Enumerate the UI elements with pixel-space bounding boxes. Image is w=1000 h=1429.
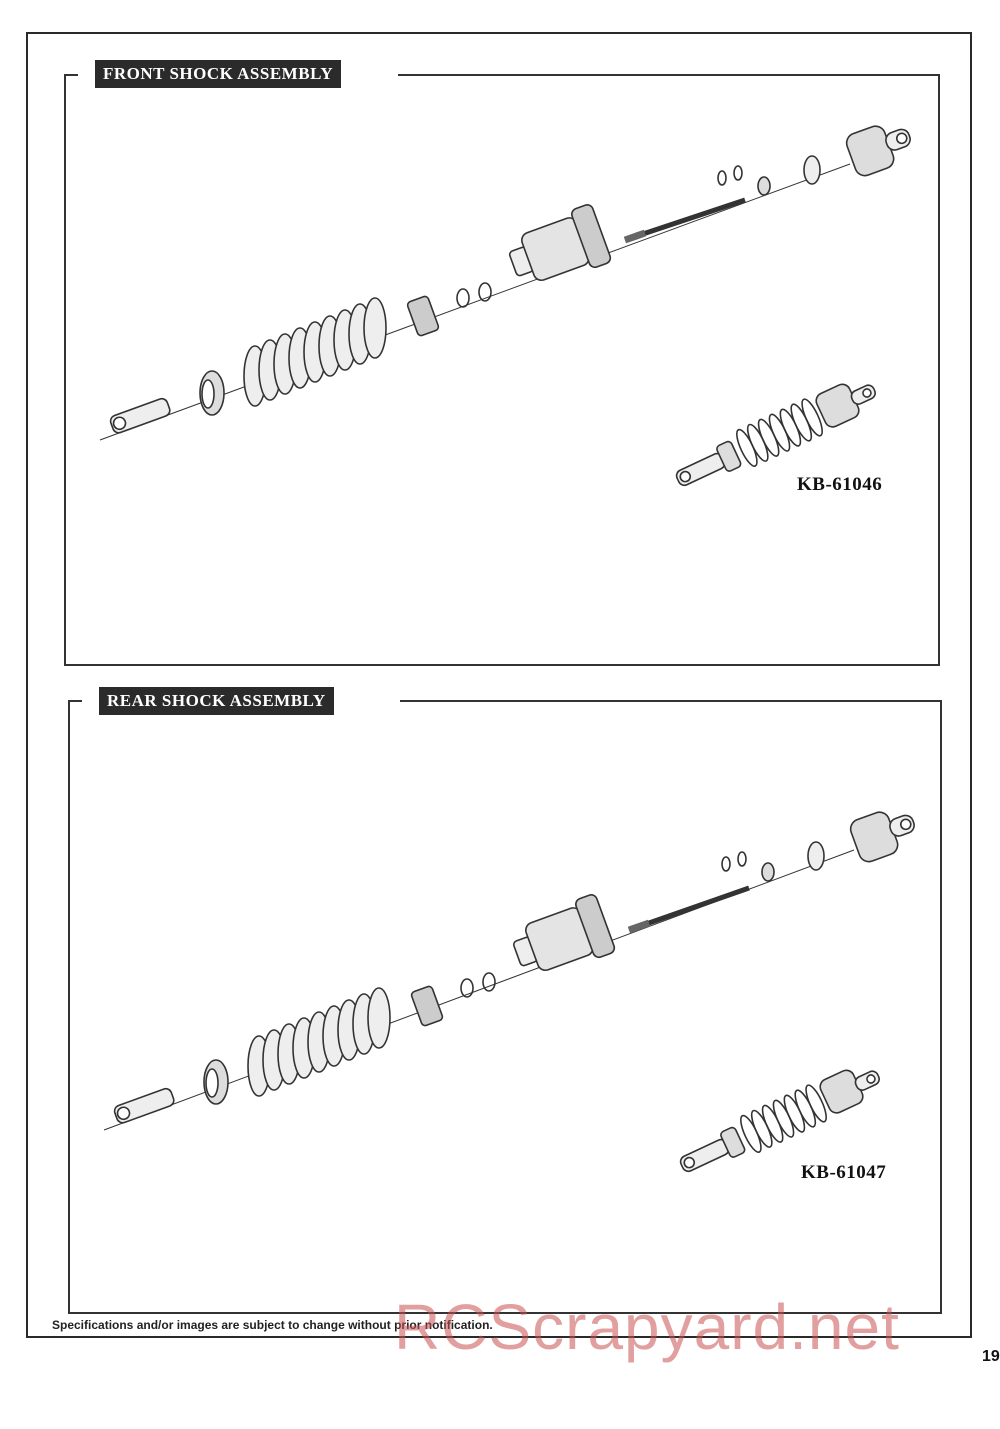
page-number: 19: [982, 1348, 1000, 1365]
front-part-number: KB-61046: [797, 474, 883, 495]
disclaimer-note: Specifications and/or images are subject…: [52, 1318, 493, 1332]
page-frame: [26, 32, 972, 1338]
front-shock-panel: [64, 74, 940, 666]
rear-shock-assembled-diagram: [679, 1069, 880, 1173]
rear-shock-exploded-diagram: [103, 811, 915, 1131]
rear-shock-panel: [68, 700, 942, 1314]
front-shock-title: FRONT SHOCK ASSEMBLY: [95, 60, 342, 88]
rear-shock-title: REAR SHOCK ASSEMBLY: [99, 687, 334, 715]
front-shock-assembled-diagram: [675, 383, 876, 487]
rear-part-number: KB-61047: [801, 1162, 887, 1183]
front-shock-exploded-diagram: [99, 125, 911, 441]
watermark: RCScrapyard.net: [394, 1291, 900, 1363]
